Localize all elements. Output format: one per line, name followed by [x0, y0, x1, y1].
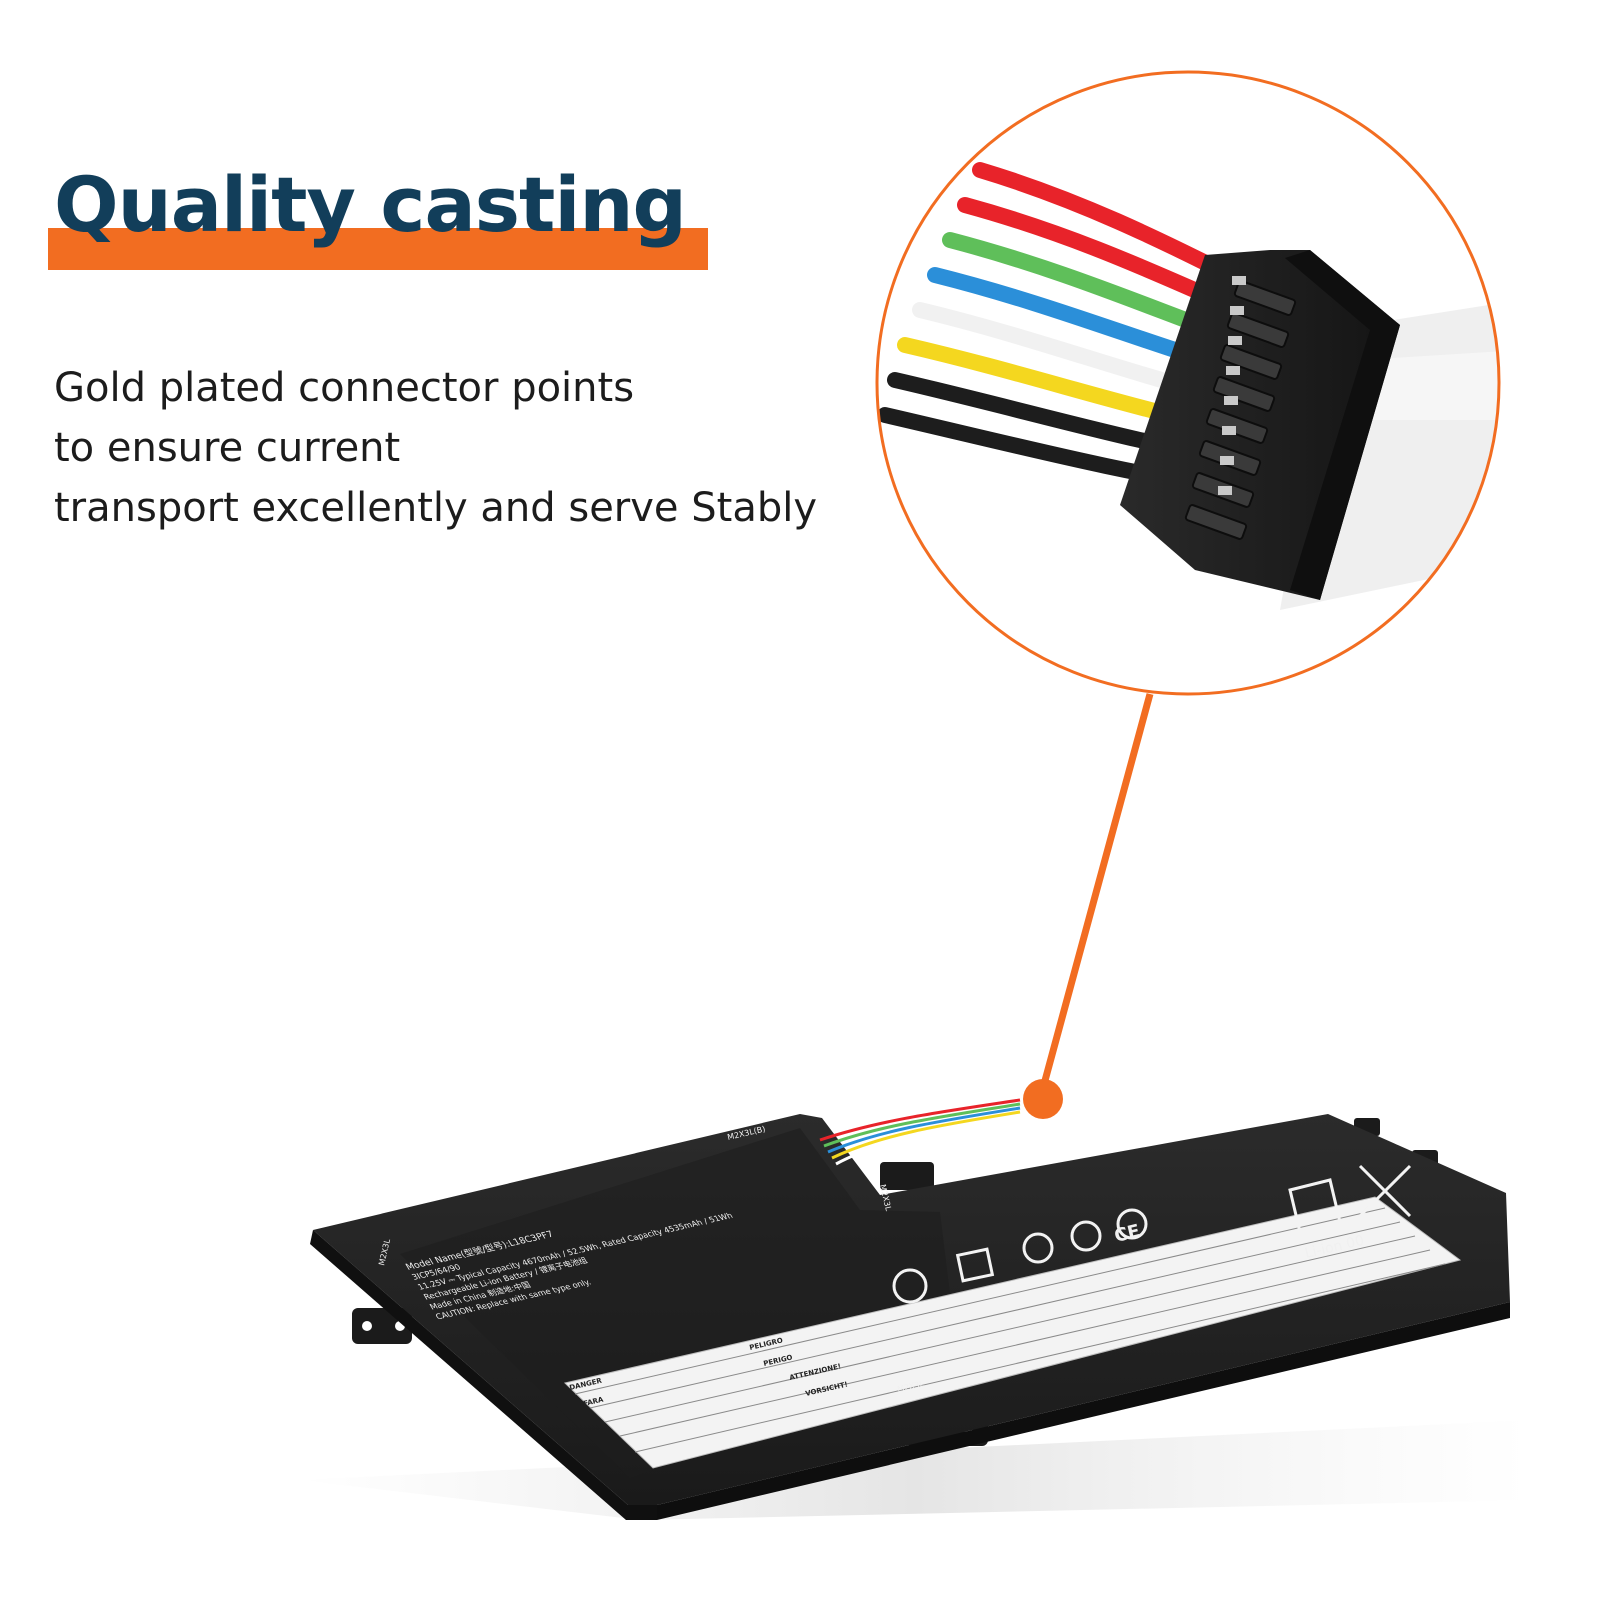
headline-underline-bar — [48, 228, 708, 270]
zoom-circle-border — [875, 70, 1501, 696]
callout-pointer-dot — [1023, 1079, 1063, 1119]
ce-mark: CE — [1112, 1221, 1142, 1247]
battery-warning-strip — [563, 1196, 1462, 1469]
warning-label: DANGER — [569, 1377, 604, 1392]
warning-label: FARA — [583, 1395, 605, 1407]
battery-pack — [300, 1098, 1530, 1520]
description-line: Gold plated connector points — [54, 365, 635, 411]
battery-cable — [819, 1098, 1021, 1166]
headline-block: Quality casting — [48, 150, 708, 270]
description-line: to ensure current — [54, 425, 401, 471]
headline: Quality casting — [54, 160, 687, 249]
connector-plug — [1120, 250, 1400, 600]
battery-model-line: Model Name(型號/型号):L18C3PF7 — [403, 1228, 556, 1272]
callout-pointer-line — [1039, 693, 1154, 1089]
screw-label: M2X3L — [896, 1379, 925, 1394]
screw-label: M2X3L(B) — [726, 1124, 766, 1141]
screw-label: M2X3L — [377, 1238, 392, 1267]
zoomed-connector — [877, 72, 1499, 694]
screw-label: M2X3L — [878, 1183, 893, 1212]
description-line: transport excellently and serve Stably — [54, 485, 818, 531]
warning-label: PELIGRO — [749, 1336, 784, 1351]
warning-label: ATTENZIONE! — [789, 1362, 842, 1382]
warning-label: VORSICHT! — [805, 1380, 849, 1398]
description: Gold plated connector points to ensure c… — [54, 358, 934, 538]
warning-label: PERIGO — [763, 1353, 794, 1367]
liion-mark: Li-ion 00 — [1303, 1233, 1365, 1262]
